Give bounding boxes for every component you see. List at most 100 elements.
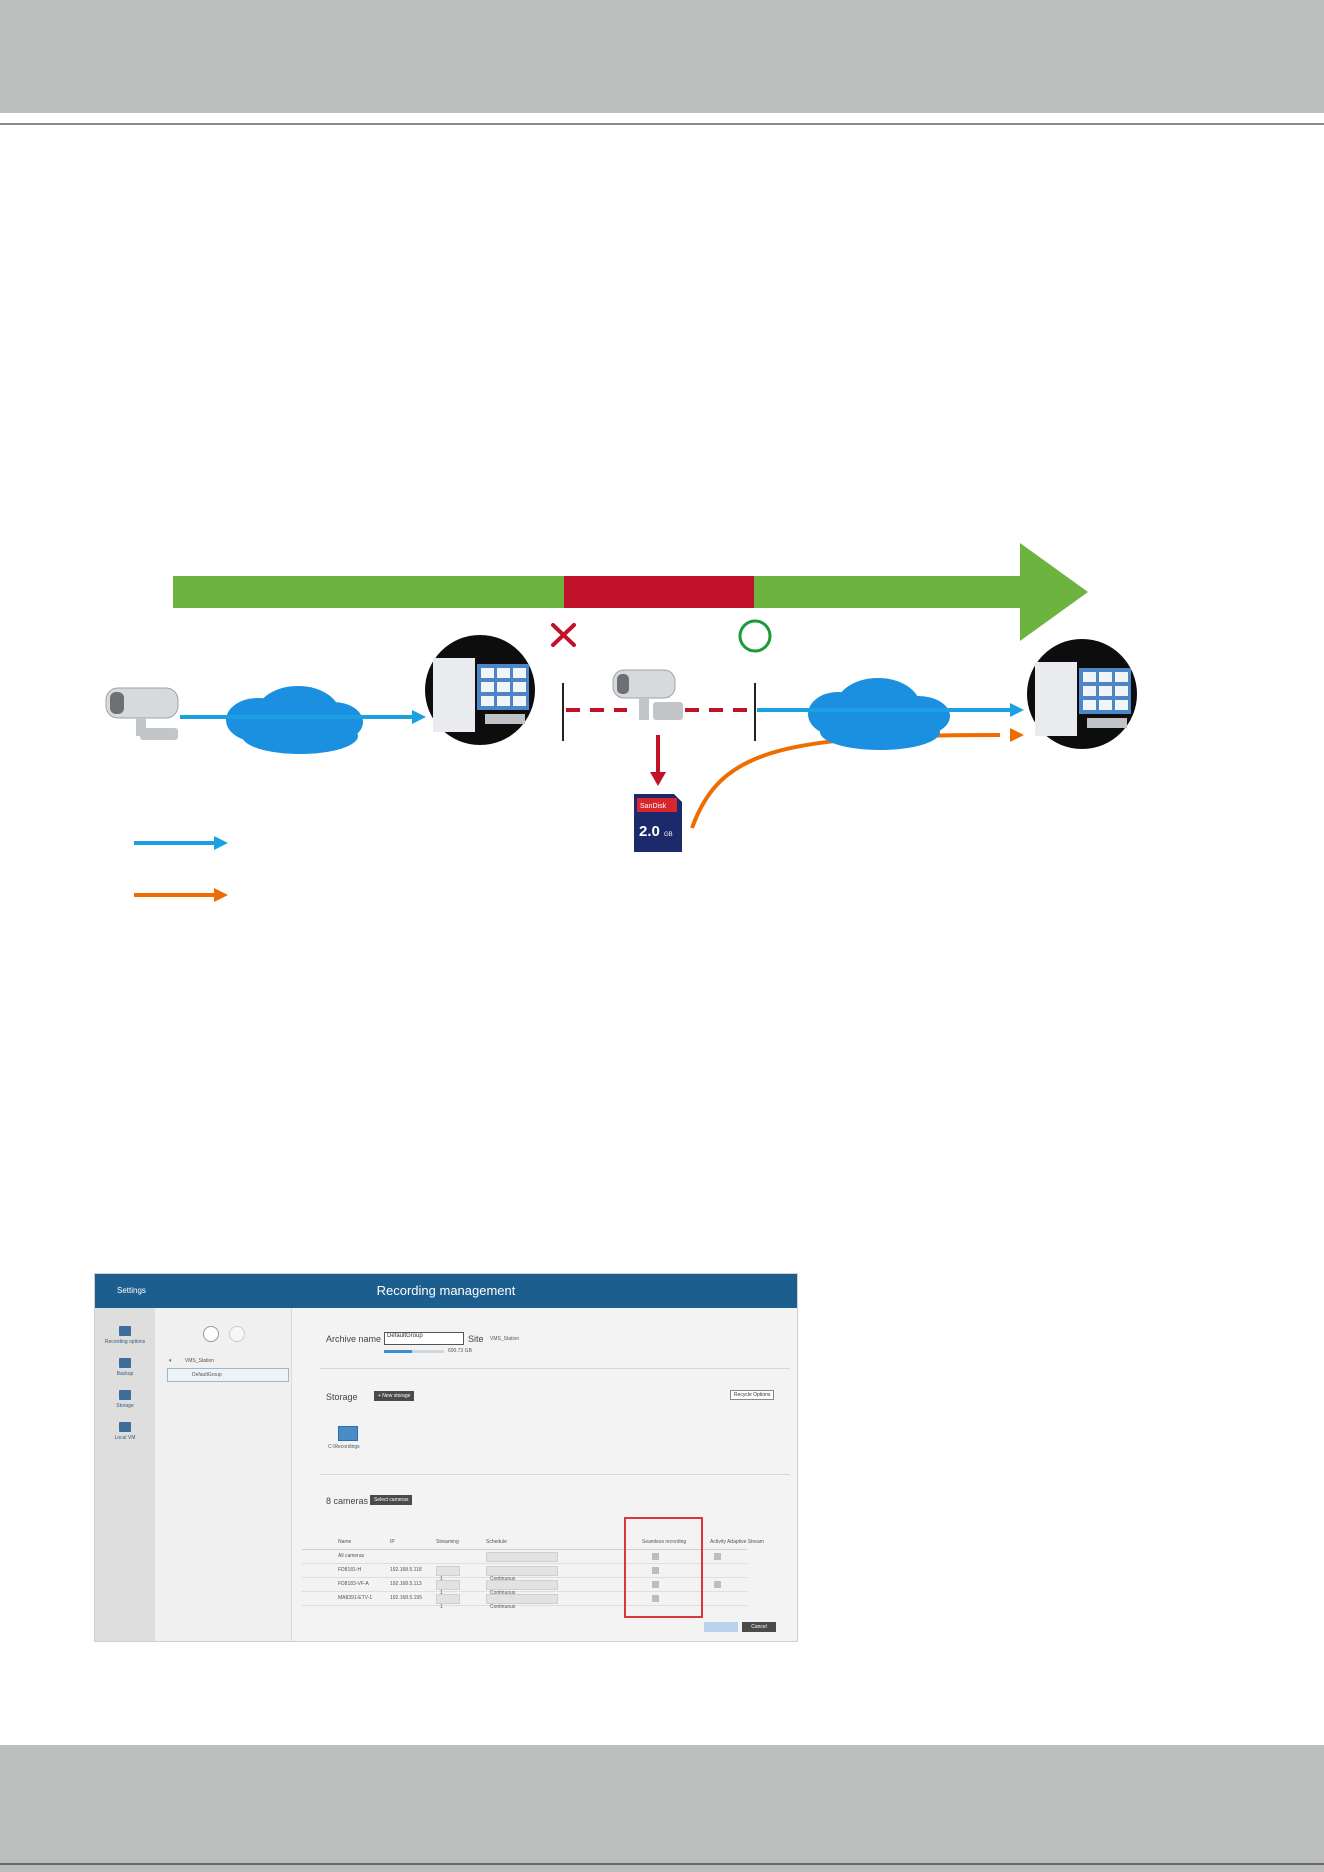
timeline-arrow-head bbox=[1020, 543, 1088, 641]
col-schedule[interactable]: Schedule bbox=[486, 1539, 507, 1545]
circle-ok-icon bbox=[738, 619, 772, 653]
cell-ip: 192.168.5.195 bbox=[390, 1595, 422, 1601]
seamless-column-highlight bbox=[624, 1517, 703, 1618]
recycle-options-button[interactable]: Recycle Options bbox=[730, 1390, 775, 1400]
camera-icon bbox=[612, 669, 683, 720]
table-row: All cameras bbox=[302, 1550, 747, 1564]
seamless-checkbox[interactable] bbox=[652, 1581, 659, 1588]
cell-name: FD8183-VF-A bbox=[338, 1581, 369, 1587]
svg-text:GB: GB bbox=[664, 832, 673, 838]
nav-item-local-vm[interactable]: Local VM bbox=[95, 1422, 155, 1441]
seamless-recording-diagram: SanDisk 2.0 GB bbox=[105, 543, 1137, 902]
expand-icon[interactable]: ▾ bbox=[169, 1358, 172, 1364]
cell-name: FD8181-H bbox=[338, 1567, 362, 1573]
usage-bar-fill bbox=[384, 1350, 412, 1353]
site-label: Site bbox=[468, 1334, 484, 1344]
server-pc-icon bbox=[1027, 639, 1137, 749]
col-adaptive[interactable]: Activity Adaptive Stream bbox=[710, 1539, 764, 1545]
add-group-button[interactable] bbox=[203, 1326, 219, 1342]
col-streaming[interactable]: Streaming bbox=[436, 1539, 459, 1545]
svg-text:SanDisk: SanDisk bbox=[640, 803, 667, 810]
live-stream-arrowhead bbox=[412, 710, 426, 724]
nav-item-storage[interactable]: Storage bbox=[95, 1390, 155, 1409]
tree-root-label: VMS_Station bbox=[184, 1358, 215, 1364]
divider bbox=[320, 1368, 790, 1369]
network-cloud-icon bbox=[808, 678, 950, 750]
storage-icon bbox=[119, 1390, 131, 1400]
seamless-checkbox[interactable] bbox=[652, 1567, 659, 1574]
storage-drive-label: C:\Recordings bbox=[328, 1444, 360, 1450]
col-name[interactable]: Name bbox=[338, 1539, 352, 1545]
camera-icon bbox=[105, 687, 179, 740]
tree-child-label: DefaultGroup bbox=[192, 1372, 222, 1378]
cancel-button[interactable]: Cancel bbox=[742, 1622, 776, 1632]
left-nav: Recording options Backup Storage Local V… bbox=[95, 1308, 155, 1641]
archive-name-input[interactable]: DefaultGroup bbox=[384, 1332, 464, 1345]
seamless-checkbox[interactable] bbox=[652, 1553, 659, 1560]
stream-select[interactable]: 1 bbox=[436, 1566, 460, 1582]
cell-ip: 192.168.5.113 bbox=[390, 1581, 422, 1587]
main-panel: Archive name DefaultGroup Site VMS_Stati… bbox=[292, 1308, 797, 1641]
usage-bar bbox=[384, 1350, 444, 1353]
schedule-select[interactable] bbox=[486, 1552, 558, 1562]
storage-drive-icon[interactable] bbox=[338, 1426, 358, 1441]
cell-ip: 192.168.5.118 bbox=[390, 1567, 422, 1573]
table-row: FD8181-H 192.168.5.118 1 Continuous bbox=[302, 1564, 747, 1582]
stream-select[interactable]: 1 bbox=[436, 1580, 460, 1596]
stream-select[interactable]: 1 bbox=[436, 1594, 460, 1610]
backfill-stream-arrowhead bbox=[1010, 728, 1024, 742]
recording-management-screenshot: Settings Recording management Recording … bbox=[94, 1273, 798, 1642]
divider bbox=[320, 1474, 790, 1475]
local-storage-arrowhead bbox=[650, 772, 666, 786]
footer-rule bbox=[0, 1863, 1324, 1865]
svg-text:2.0: 2.0 bbox=[639, 823, 660, 840]
footer-band bbox=[0, 1745, 1324, 1872]
col-seamless[interactable]: Seamless recording bbox=[642, 1539, 687, 1545]
sd-card-icon: SanDisk 2.0 GB bbox=[634, 794, 682, 852]
new-storage-button[interactable]: + New storage bbox=[374, 1391, 415, 1401]
timeline-ok-segment bbox=[173, 576, 564, 608]
cross-icon bbox=[551, 623, 576, 647]
cell-name: MA8391-ETV-1 bbox=[338, 1595, 373, 1601]
legend-live-arrowhead bbox=[214, 836, 228, 850]
cell-name: All cameras bbox=[338, 1553, 365, 1559]
remove-group-button[interactable] bbox=[229, 1326, 245, 1342]
timeline-ok-segment-2 bbox=[754, 576, 1024, 608]
tree-child-selected[interactable]: DefaultGroup bbox=[167, 1368, 289, 1382]
network-cloud-icon bbox=[226, 686, 363, 754]
topbar: Settings Recording management bbox=[95, 1274, 797, 1308]
tree-root[interactable]: ▾ VMS_Station bbox=[169, 1358, 214, 1364]
schedule-select[interactable]: Continuous bbox=[486, 1580, 558, 1596]
backup-icon bbox=[119, 1358, 131, 1368]
nav-item-recording-options[interactable]: Recording options bbox=[95, 1326, 155, 1345]
legend-backfill-arrowhead bbox=[214, 888, 228, 902]
adaptive-checkbox[interactable] bbox=[714, 1581, 721, 1588]
live-stream-arrowhead bbox=[1010, 703, 1024, 717]
group-tree: ▾ VMS_Station DefaultGroup bbox=[155, 1308, 292, 1641]
archive-name-label: Archive name bbox=[326, 1334, 382, 1344]
settings-brand[interactable]: Settings bbox=[117, 1286, 146, 1295]
col-ip[interactable]: IP bbox=[390, 1539, 395, 1545]
server-pc-icon bbox=[425, 635, 535, 745]
table-header: Name IP Streaming Schedule Seamless reco… bbox=[302, 1536, 764, 1550]
timeline-fail-segment bbox=[564, 576, 754, 608]
schedule-select[interactable]: Continuous bbox=[486, 1566, 558, 1582]
seamless-checkbox[interactable] bbox=[652, 1595, 659, 1602]
header-band bbox=[0, 0, 1324, 113]
nav-item-backup[interactable]: Backup bbox=[95, 1358, 155, 1377]
header-rule bbox=[0, 123, 1324, 125]
table-row: FD8183-VF-A 192.168.5.113 1 Continuous bbox=[302, 1578, 747, 1596]
apply-button[interactable] bbox=[704, 1622, 738, 1632]
window-title: Recording management bbox=[376, 1283, 516, 1298]
cameras-heading: 8 cameras bbox=[326, 1496, 369, 1506]
usage-text: 600.73 GB bbox=[448, 1348, 472, 1354]
storage-heading: Storage bbox=[326, 1392, 358, 1402]
schedule-select[interactable]: Continuous bbox=[486, 1594, 558, 1610]
backfill-stream-curve bbox=[690, 733, 1001, 829]
select-cameras-button[interactable]: Select cameras bbox=[370, 1495, 413, 1505]
adaptive-checkbox[interactable] bbox=[714, 1553, 721, 1560]
table-row: MA8391-ETV-1 192.168.5.195 1 Continuous bbox=[302, 1592, 747, 1610]
recording-icon bbox=[119, 1326, 131, 1336]
camera-table: Name IP Streaming Schedule Seamless reco… bbox=[302, 1536, 764, 1610]
site-value: VMS_Station bbox=[490, 1336, 520, 1342]
